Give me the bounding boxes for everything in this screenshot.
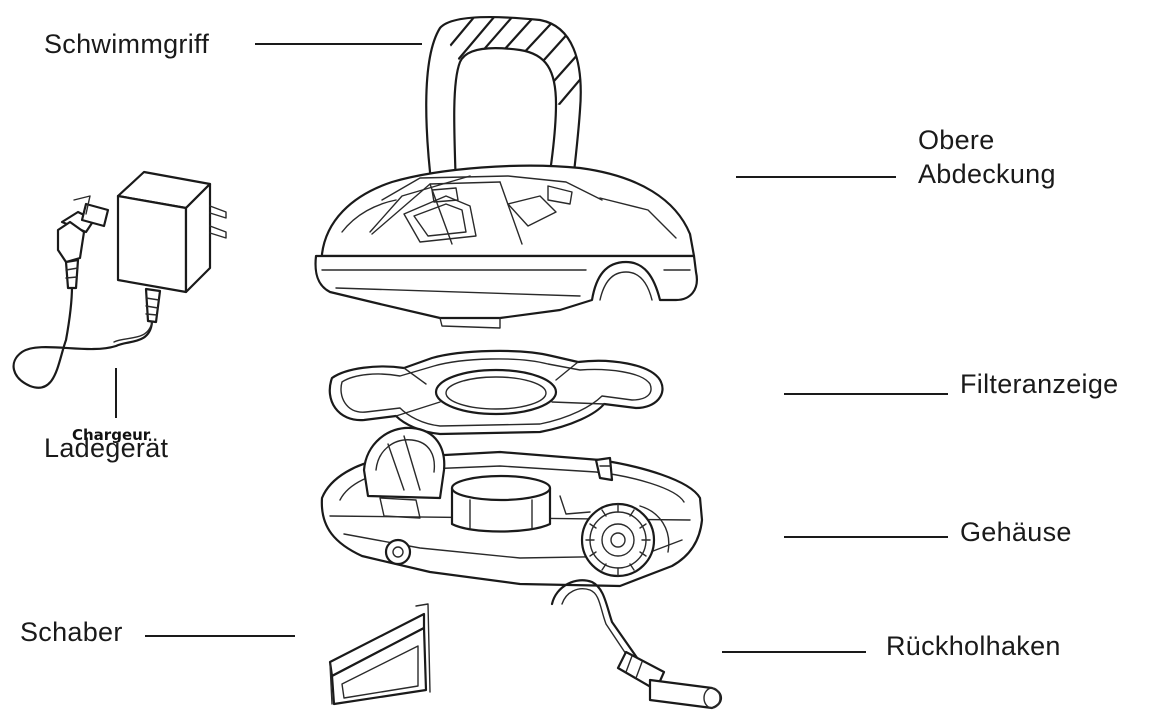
charger-overlay-label: Chargeur: [72, 426, 150, 444]
filter-label: Filteranzeige: [960, 368, 1118, 400]
float-handle-label: Schwimmgriff: [44, 28, 209, 60]
top-cover-label-line2: Abdeckung: [918, 158, 1056, 190]
top-cover-label-line1: Obere: [918, 124, 995, 156]
retrieval-hook-label: Rückholhaken: [886, 630, 1061, 662]
filter-illustration: [330, 351, 663, 434]
housing-label: Gehäuse: [960, 516, 1072, 548]
housing-illustration: [322, 428, 702, 586]
scraper-label: Schaber: [20, 616, 123, 648]
retrieval-hook-illustration: [552, 580, 721, 708]
top-cover-illustration: [316, 8, 697, 328]
scraper-illustration: [330, 604, 430, 704]
charger-illustration: [14, 172, 226, 388]
